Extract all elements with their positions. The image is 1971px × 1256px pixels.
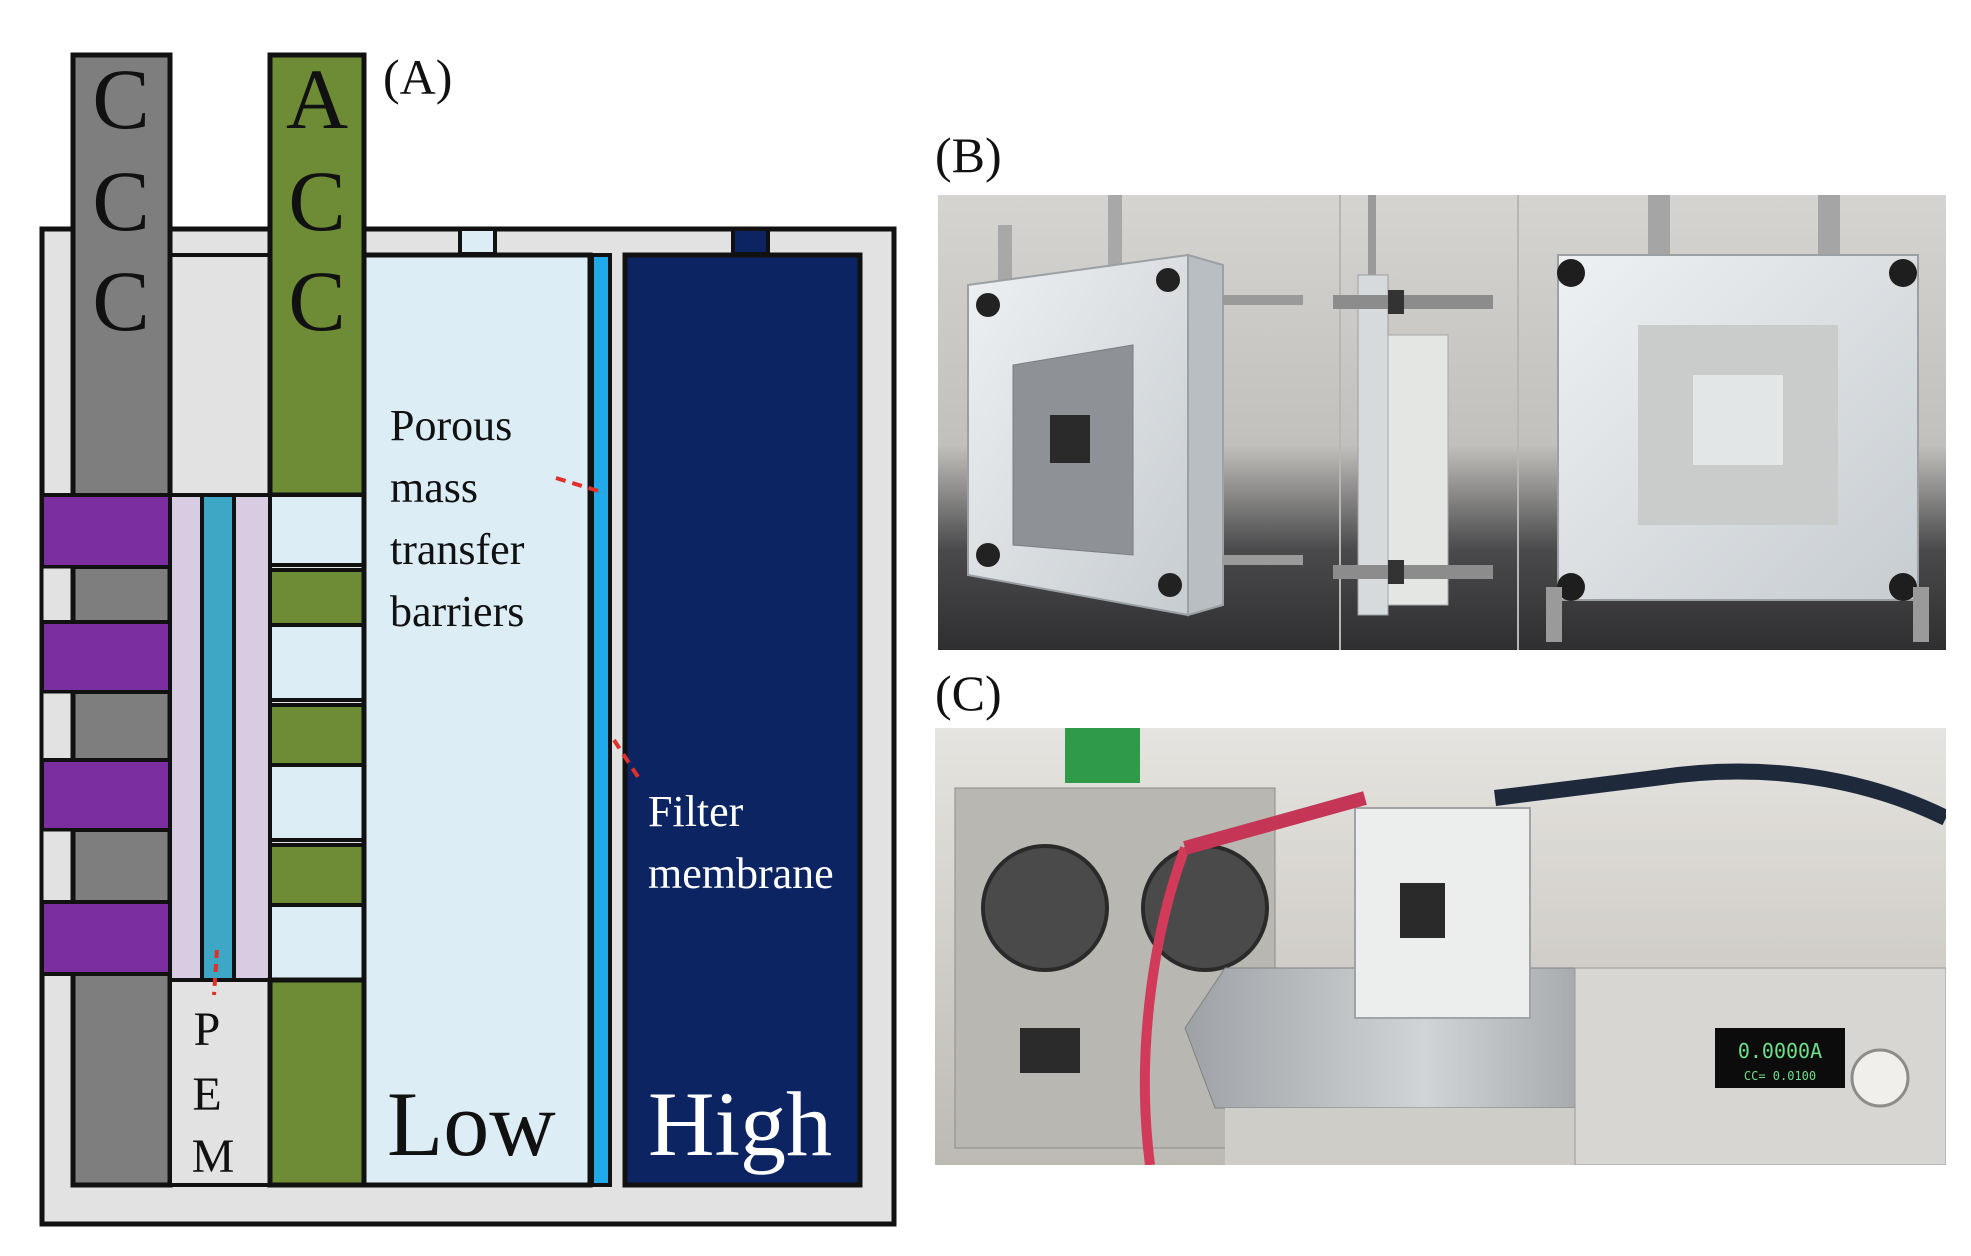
low-label: Low bbox=[387, 1073, 556, 1175]
filter-leader bbox=[612, 738, 642, 782]
anode-bar-2 bbox=[268, 703, 366, 767]
panel-a-label: (A) bbox=[383, 49, 453, 105]
cathode-purple-1 bbox=[40, 493, 172, 569]
cathode-gray-gap-2 bbox=[40, 690, 74, 762]
pem-letter-m: M bbox=[192, 1130, 235, 1183]
filter-membrane bbox=[590, 253, 612, 1187]
cell-schematic: C C C A C C P E M Porous mass transfer b… bbox=[39, 51, 897, 1227]
pem-leader bbox=[212, 949, 219, 996]
cathode-purple-2 bbox=[40, 620, 172, 694]
anode-space-1 bbox=[268, 493, 366, 567]
ccc-letter-3: C bbox=[92, 253, 149, 349]
filter-line-2: membrane bbox=[648, 849, 834, 898]
porous-line-1: Porous bbox=[390, 401, 512, 450]
cell-front-view bbox=[1546, 195, 1929, 642]
porous-leader bbox=[555, 476, 606, 495]
cathode-purple-4 bbox=[40, 900, 172, 976]
anode-bar-1 bbox=[268, 568, 366, 627]
black-lead bbox=[1494, 763, 1946, 826]
acc-letter-2: C bbox=[288, 153, 345, 249]
anode-space-4 bbox=[268, 903, 366, 982]
cathode-gray-gap-1 bbox=[40, 565, 74, 624]
ccc-letter-1: C bbox=[92, 51, 149, 147]
low-chamber bbox=[361, 252, 593, 1188]
cathode-gray-gap-3 bbox=[40, 828, 74, 904]
anode-bar-3 bbox=[268, 843, 366, 907]
meter-reading: 0.0000A bbox=[1738, 1039, 1822, 1063]
high-chamber bbox=[622, 252, 863, 1188]
panel-c-photo: 0.0000A CC= 0.0100 bbox=[935, 728, 1946, 1165]
panel-c-label: (C) bbox=[935, 665, 1002, 721]
ccc-letter-2: C bbox=[92, 153, 149, 249]
vent-high bbox=[731, 227, 770, 256]
anode-collector-bottom bbox=[267, 977, 367, 1188]
cell-side-view bbox=[1333, 195, 1493, 616]
panel-b-photo bbox=[938, 195, 1946, 650]
meter-display bbox=[1715, 1028, 1845, 1088]
heater-base bbox=[1225, 1108, 1605, 1165]
fan-1 bbox=[981, 844, 1109, 972]
anode-space-2 bbox=[268, 623, 366, 702]
pem-box bbox=[168, 978, 272, 1187]
green-object bbox=[1065, 728, 1140, 783]
porous-line-4: barriers bbox=[390, 587, 524, 636]
cell-angled-view bbox=[967, 195, 1303, 617]
filter-line-1: Filter bbox=[648, 787, 744, 836]
high-label: High bbox=[648, 1073, 832, 1175]
pem-blue-core bbox=[200, 493, 236, 982]
anode-space-3 bbox=[268, 763, 366, 842]
pem-letter-p: P bbox=[194, 1003, 221, 1056]
power-socket bbox=[1020, 1028, 1080, 1073]
acc-letter-3: C bbox=[288, 253, 345, 349]
porous-line-3: transfer bbox=[390, 525, 525, 574]
panel-b-label: (B) bbox=[935, 127, 1002, 183]
red-lead bbox=[1139, 846, 1190, 1165]
meter-knob bbox=[1850, 1048, 1910, 1108]
acc-letter-1: A bbox=[286, 51, 348, 147]
meter-sub-reading: CC= 0.0100 bbox=[1744, 1069, 1816, 1083]
cathode-purple-3 bbox=[40, 758, 172, 832]
vent-low bbox=[458, 227, 497, 256]
pem-letter-e: E bbox=[192, 1068, 221, 1121]
porous-line-2: mass bbox=[390, 463, 478, 512]
